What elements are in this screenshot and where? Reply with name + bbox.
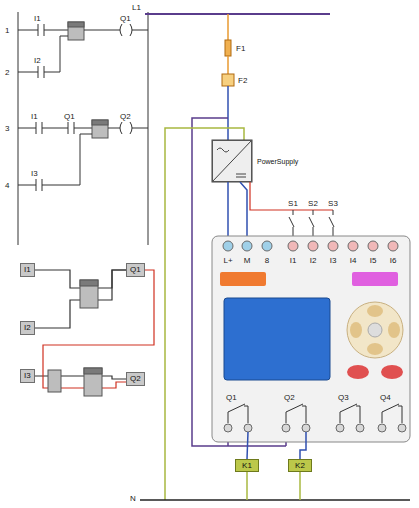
- line-label: L1: [132, 3, 141, 12]
- terminal-label: M: [244, 256, 251, 265]
- power-supply-box: PowerSupply: [212, 140, 252, 182]
- contactor-coil: K2: [288, 459, 312, 472]
- ladder-diagram: [18, 12, 148, 245]
- fuse-label: F1: [236, 44, 245, 53]
- rung-number: 1: [5, 26, 9, 35]
- output-label: Q2: [284, 393, 295, 402]
- rung-number: 3: [5, 124, 9, 133]
- rung-number: 4: [5, 181, 9, 190]
- contact-label: I1: [31, 112, 38, 121]
- output-block: Q1: [126, 263, 145, 277]
- node-text: I3: [24, 371, 31, 381]
- terminal-label: I1: [290, 256, 297, 265]
- contactor-coil: K1: [235, 459, 259, 472]
- fuse-symbol: [222, 74, 234, 86]
- relay-contact: [228, 404, 402, 423]
- terminal-label: L+: [223, 256, 232, 265]
- output-label: Q3: [338, 393, 349, 402]
- plc-module: [212, 236, 410, 442]
- switch-label: S1: [288, 199, 298, 208]
- fuse-symbol: [225, 40, 231, 56]
- coil-label: Q1: [120, 14, 131, 23]
- switch-label: S3: [328, 199, 338, 208]
- node-text: Q1: [130, 265, 141, 275]
- terminal-label: I6: [390, 256, 397, 265]
- input-block: I3: [20, 369, 35, 383]
- rung-number: 2: [5, 68, 9, 77]
- contact-label: I2: [34, 56, 41, 65]
- node-text: Q2: [130, 374, 141, 384]
- coil-label: Q2: [120, 112, 131, 121]
- contact-label: Q1: [64, 112, 75, 121]
- terminal-label: I3: [330, 256, 337, 265]
- terminal-label: 8: [265, 256, 269, 265]
- node-text: I2: [24, 323, 31, 333]
- output-block: Q2: [126, 372, 145, 386]
- line-label: N: [130, 494, 136, 503]
- contact-label: I1: [34, 14, 41, 23]
- function-block: [48, 280, 102, 396]
- node-text: K2: [295, 460, 305, 471]
- power-supply-symbol: [212, 140, 252, 182]
- input-block: I1: [20, 263, 35, 277]
- input-block: I2: [20, 321, 35, 335]
- output-label: Q4: [380, 393, 391, 402]
- signal-wire: [35, 270, 126, 328]
- node-text: I1: [24, 265, 31, 275]
- terminal-label: I5: [370, 256, 377, 265]
- node-text: K1: [242, 460, 252, 471]
- fuse-label: F2: [238, 76, 247, 85]
- contact-label: I3: [31, 169, 38, 178]
- output-label: Q1: [226, 393, 237, 402]
- terminal-label: I4: [350, 256, 357, 265]
- switch-label: S2: [308, 199, 318, 208]
- terminal-label: I2: [310, 256, 317, 265]
- node-text: PowerSupply: [257, 157, 298, 166]
